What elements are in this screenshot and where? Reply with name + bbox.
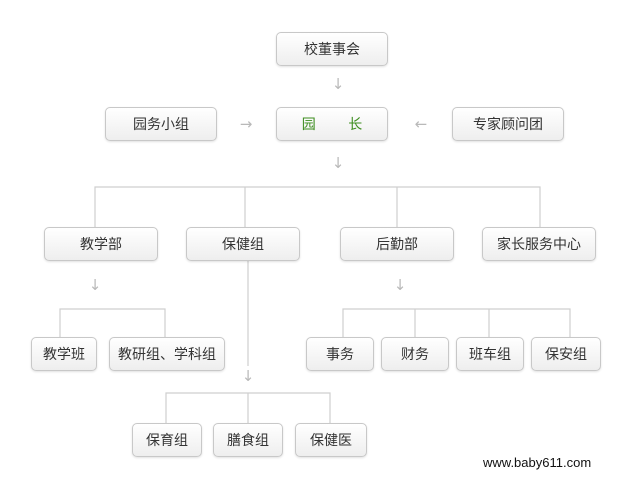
arrow-board-to-director: ↓ [331, 74, 345, 93]
node-logistics-dept: 后勤部 [340, 227, 454, 261]
connector-logistics-sub [342, 308, 571, 337]
node-finance: 财务 [381, 337, 449, 371]
node-health-doctor: 保健医 [295, 423, 367, 457]
node-teaching-dept: 教学部 [44, 227, 158, 261]
node-expert-group: 专家顾问团 [452, 107, 564, 141]
node-bus-group: 班车组 [456, 337, 524, 371]
watermark: www.baby611.com [483, 455, 592, 470]
node-parent-center: 家长服务中心 [482, 227, 596, 261]
arrow-director-down: ↓ [331, 153, 345, 172]
connector-teaching-sub [59, 308, 166, 337]
arrow-garden-to-director: → [239, 114, 253, 133]
node-security-group: 保安组 [531, 337, 601, 371]
arrow-teaching-down: ↓ [88, 275, 102, 294]
node-childcare-group: 保育组 [132, 423, 202, 457]
connector-director-to-depts [94, 186, 541, 227]
node-director: 园 长 [276, 107, 388, 141]
node-teaching-classes: 教学班 [31, 337, 97, 371]
arrow-logistics-down: ↓ [393, 275, 407, 294]
node-health-group: 保健组 [186, 227, 300, 261]
arrow-expert-to-director: ← [414, 114, 428, 133]
arrow-health-down: ↓ [241, 366, 255, 385]
node-meals-group: 膳食组 [213, 423, 283, 457]
node-research-groups: 教研组、学科组 [109, 337, 225, 371]
node-board: 校董事会 [276, 32, 388, 66]
node-affairs: 事务 [306, 337, 374, 371]
node-garden-affairs-group: 园务小组 [105, 107, 217, 141]
